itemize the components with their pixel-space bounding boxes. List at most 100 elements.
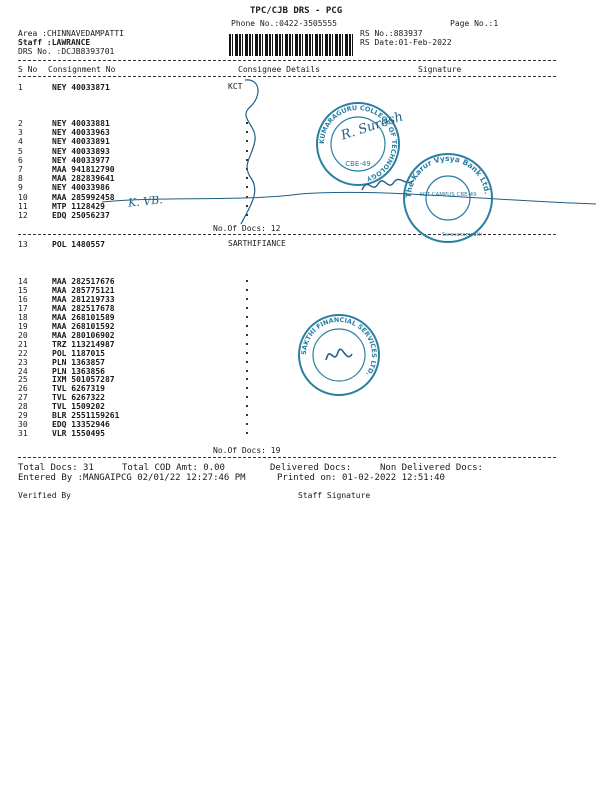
row-sno: 7 [18,165,23,174]
consignee-ditto-mark [246,369,248,372]
consignee-ditto-mark [246,405,248,408]
row-consignment-no: NEY 40033963 [52,128,110,138]
table-row: 26 TVL 6267319 [18,384,438,393]
col-header-consignment: Consignment No [48,65,116,74]
group1-consignee: KCT [228,82,243,91]
row-consignment-no: MAA 285992458 [52,192,115,202]
row-sno: 27 [18,393,28,403]
row-consignment-no: NEY 40033893 [52,146,110,156]
table-row: 30 EDQ 13352946 [18,420,438,429]
row-sno: 11 [18,201,28,211]
divider [18,76,556,77]
table-row: 6 NEY 40033977 [18,156,438,165]
bracket-mark [240,79,259,225]
consignee-ditto-mark [246,378,248,381]
col-header-signature: Signature [418,65,462,74]
row-consignment-no: TVL 6267319 [52,384,105,394]
drs-number: DRS No. :DCJB8393701 [18,47,115,56]
consignee-ditto-mark [246,214,248,216]
staff-signature-label: Staff Signature [298,491,371,500]
row-consignment-no: MAA 268101592 [52,321,115,331]
entered-by: Entered By :MANGAIPCG 02/01/22 12:27:46 … [18,473,246,483]
row-consignment-no: MAA 282517676 [52,277,115,286]
consignee-ditto-mark [246,432,248,435]
row-consignment-no: EDQ 13352946 [52,420,110,430]
row-consignment-no: IXM 501057287 [52,375,115,385]
row-consignment-no: NEY 40033977 [52,155,110,165]
non-delivered-docs: Non Delivered Docs: [380,463,483,473]
bank-stamp-sub: Saravanampatti [442,232,482,238]
row-sno: 30 [18,420,28,430]
row-consignment-no: NEY 40033871 [52,83,110,92]
delivered-docs: Delivered Docs: [270,463,352,473]
row-sno: 28 [18,402,28,412]
consignee-ditto-mark [246,195,248,198]
group2-consignee: SARTHIFIANCE [228,239,286,248]
consignee-ditto-mark [246,140,248,143]
consignee-ditto-mark [246,324,248,327]
row-sno: 5 [18,146,23,156]
consignee-ditto-mark [246,297,248,300]
area-label: Area :CHINNAVEDAMPATTI [18,29,124,38]
consignee-ditto-mark [246,306,248,309]
col-header-consignee: Consignee Details [238,65,320,74]
consignee-ditto-mark [246,396,248,399]
group2-doc-count: No.Of Docs: 19 [213,446,281,455]
row-sno: 16 [18,294,28,304]
row-consignment-no: PLN 1363856 [52,366,105,376]
row-sno: 19 [18,321,28,331]
divider [18,457,556,458]
row-consignment-no: PLN 1363857 [52,357,105,367]
consignee-ditto-mark [246,333,248,336]
rs-number: RS No.:883937 [360,29,423,38]
row-sno: 17 [18,303,28,313]
row-consignment-no: MAA 282517678 [52,303,115,313]
consignee-ditto-mark [246,288,248,291]
row-sno: 13 [18,240,28,249]
row-sno: 8 [18,174,23,184]
finance-stamp: SAKTHI FINANCIAL SERVICES LTD. [298,314,380,396]
col-header-sno: S No [18,65,38,74]
phone-number: Phone No.:0422-3505555 [231,19,337,28]
divider [18,60,556,61]
row-consignment-no: BLR 2551159261 [52,411,120,421]
row-sno: 24 [18,366,28,376]
table-row: 27 TVL 6267322 [18,393,438,402]
consignee-ditto-mark [246,280,248,282]
staff-label: Staff :LAWRANCE [18,38,91,47]
row-sno: 21 [18,339,28,349]
consignee-ditto-mark [246,414,248,417]
table-row: 10 MAA 285992458 [18,193,438,202]
row-consignment-no: POL 1480557 [52,240,105,249]
consignee-ditto-mark [246,131,248,134]
consignee-ditto-mark [246,315,248,318]
row-sno: 6 [18,155,23,165]
signature-scribble [361,178,415,191]
row-sno: 26 [18,384,28,394]
row-sno: 22 [18,348,28,358]
row-sno: 18 [18,312,28,322]
row-consignment-no: MAA 280106902 [52,330,115,340]
row-sno: 23 [18,357,28,367]
consignee-ditto-mark [246,387,248,390]
table-row: 23 PLN 1363857 [18,358,438,367]
row-sno: 10 [18,192,28,202]
row-consignment-no: NEY 40033881 [52,119,110,128]
consignee-ditto-mark [246,186,248,189]
row-consignment-no: TVL 6267322 [52,393,105,403]
